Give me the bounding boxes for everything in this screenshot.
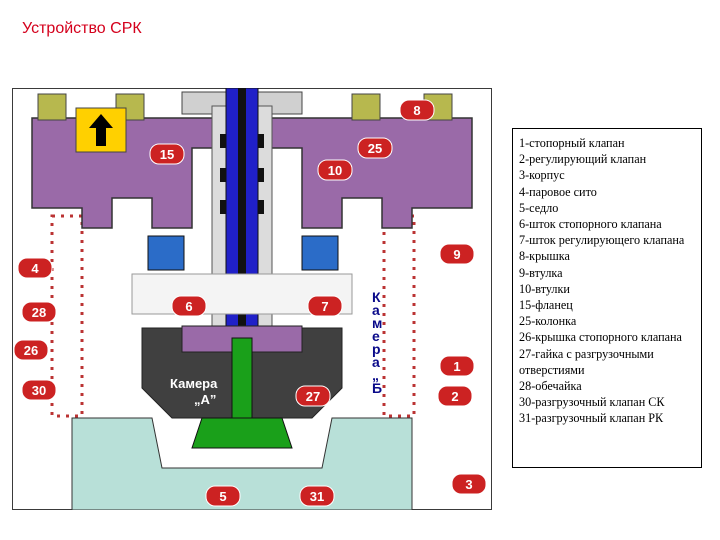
control-valve-stem [238,88,246,418]
steam-sieve-right [382,214,416,418]
legend-item: 8-крышка [519,249,570,264]
seal-right [301,235,339,271]
bolt-icon [351,93,381,121]
legend-item: 28-обечайка [519,379,582,394]
svg-text:31: 31 [310,489,324,504]
legend-item: 7-шток регулирующего клапана [519,233,685,248]
bolt-icon [37,93,67,121]
svg-text:15: 15 [160,147,174,162]
svg-text:2: 2 [451,389,458,404]
callout-31: 31 [299,485,335,507]
callout-9: 9 [439,243,475,265]
callout-7: 7 [307,295,343,317]
legend-item: 4-паровое сито [519,184,597,199]
svg-text:26: 26 [24,343,38,358]
svg-text:30: 30 [32,383,46,398]
seal-left [147,235,185,271]
legend-item: 5-седло [519,200,559,215]
callout-4: 4 [17,257,53,279]
svg-text:6: 6 [185,299,192,314]
callout-10: 10 [317,159,353,181]
callout-5: 5 [205,485,241,507]
callout-26: 26 [13,339,49,361]
callout-27: 27 [295,385,331,407]
svg-text:9: 9 [453,247,460,262]
legend-item: 6-шток стопорного клапана [519,217,662,232]
legend-item: 15-фланец [519,298,573,313]
callout-15: 15 [149,143,185,165]
svg-text:5: 5 [219,489,226,504]
svg-text:8: 8 [413,103,420,118]
chamber-a-label: Камера [170,376,218,391]
svg-text:28: 28 [32,305,46,320]
callout-1: 1 [439,355,475,377]
bushings [220,134,264,214]
legend-item: 10-втулки [519,281,570,296]
legend-item: 25-колонка [519,314,577,329]
up-arrow-icon [89,114,113,146]
svg-text:27: 27 [306,389,320,404]
legend-item: 1-стопорный клапан [519,136,625,150]
page-title: Устройство СРК [22,20,142,37]
legend-item: 26-крышка стопорного клапана [519,330,682,345]
callout-25: 25 [357,137,393,159]
svg-text:7: 7 [321,299,328,314]
legend-item: 2-регулирующий клапан [519,152,647,167]
legend-item: 31-разгрузочный клапан РК [519,411,664,426]
legend-item: 30-разгрузочный клапан СК [519,395,665,410]
seat [191,417,293,449]
svg-text:1: 1 [453,359,460,374]
legend-item: 9-втулка [519,265,563,280]
callout-30: 30 [21,379,57,401]
svg-text:3: 3 [465,477,472,492]
callout-8: 8 [399,99,435,121]
callout-3: 3 [451,473,487,495]
callout-group: 15 8 25 10 4 9 28 6 7 26 1 30 2 27 5 31 3 [13,99,487,507]
callout-2: 2 [437,385,473,407]
steam-sieve-left [50,214,84,418]
svg-text:10: 10 [328,163,342,178]
callout-28: 28 [21,301,57,323]
callout-6: 6 [171,295,207,317]
legend-item: 3-корпус [519,168,565,183]
green-shaft [231,337,253,429]
chamber-a-letter: „А” [194,392,216,407]
svg-text:4: 4 [31,261,39,276]
legend-item: 27-гайка с разгрузочными отверстиями [519,346,654,377]
svg-text:25: 25 [368,141,382,156]
